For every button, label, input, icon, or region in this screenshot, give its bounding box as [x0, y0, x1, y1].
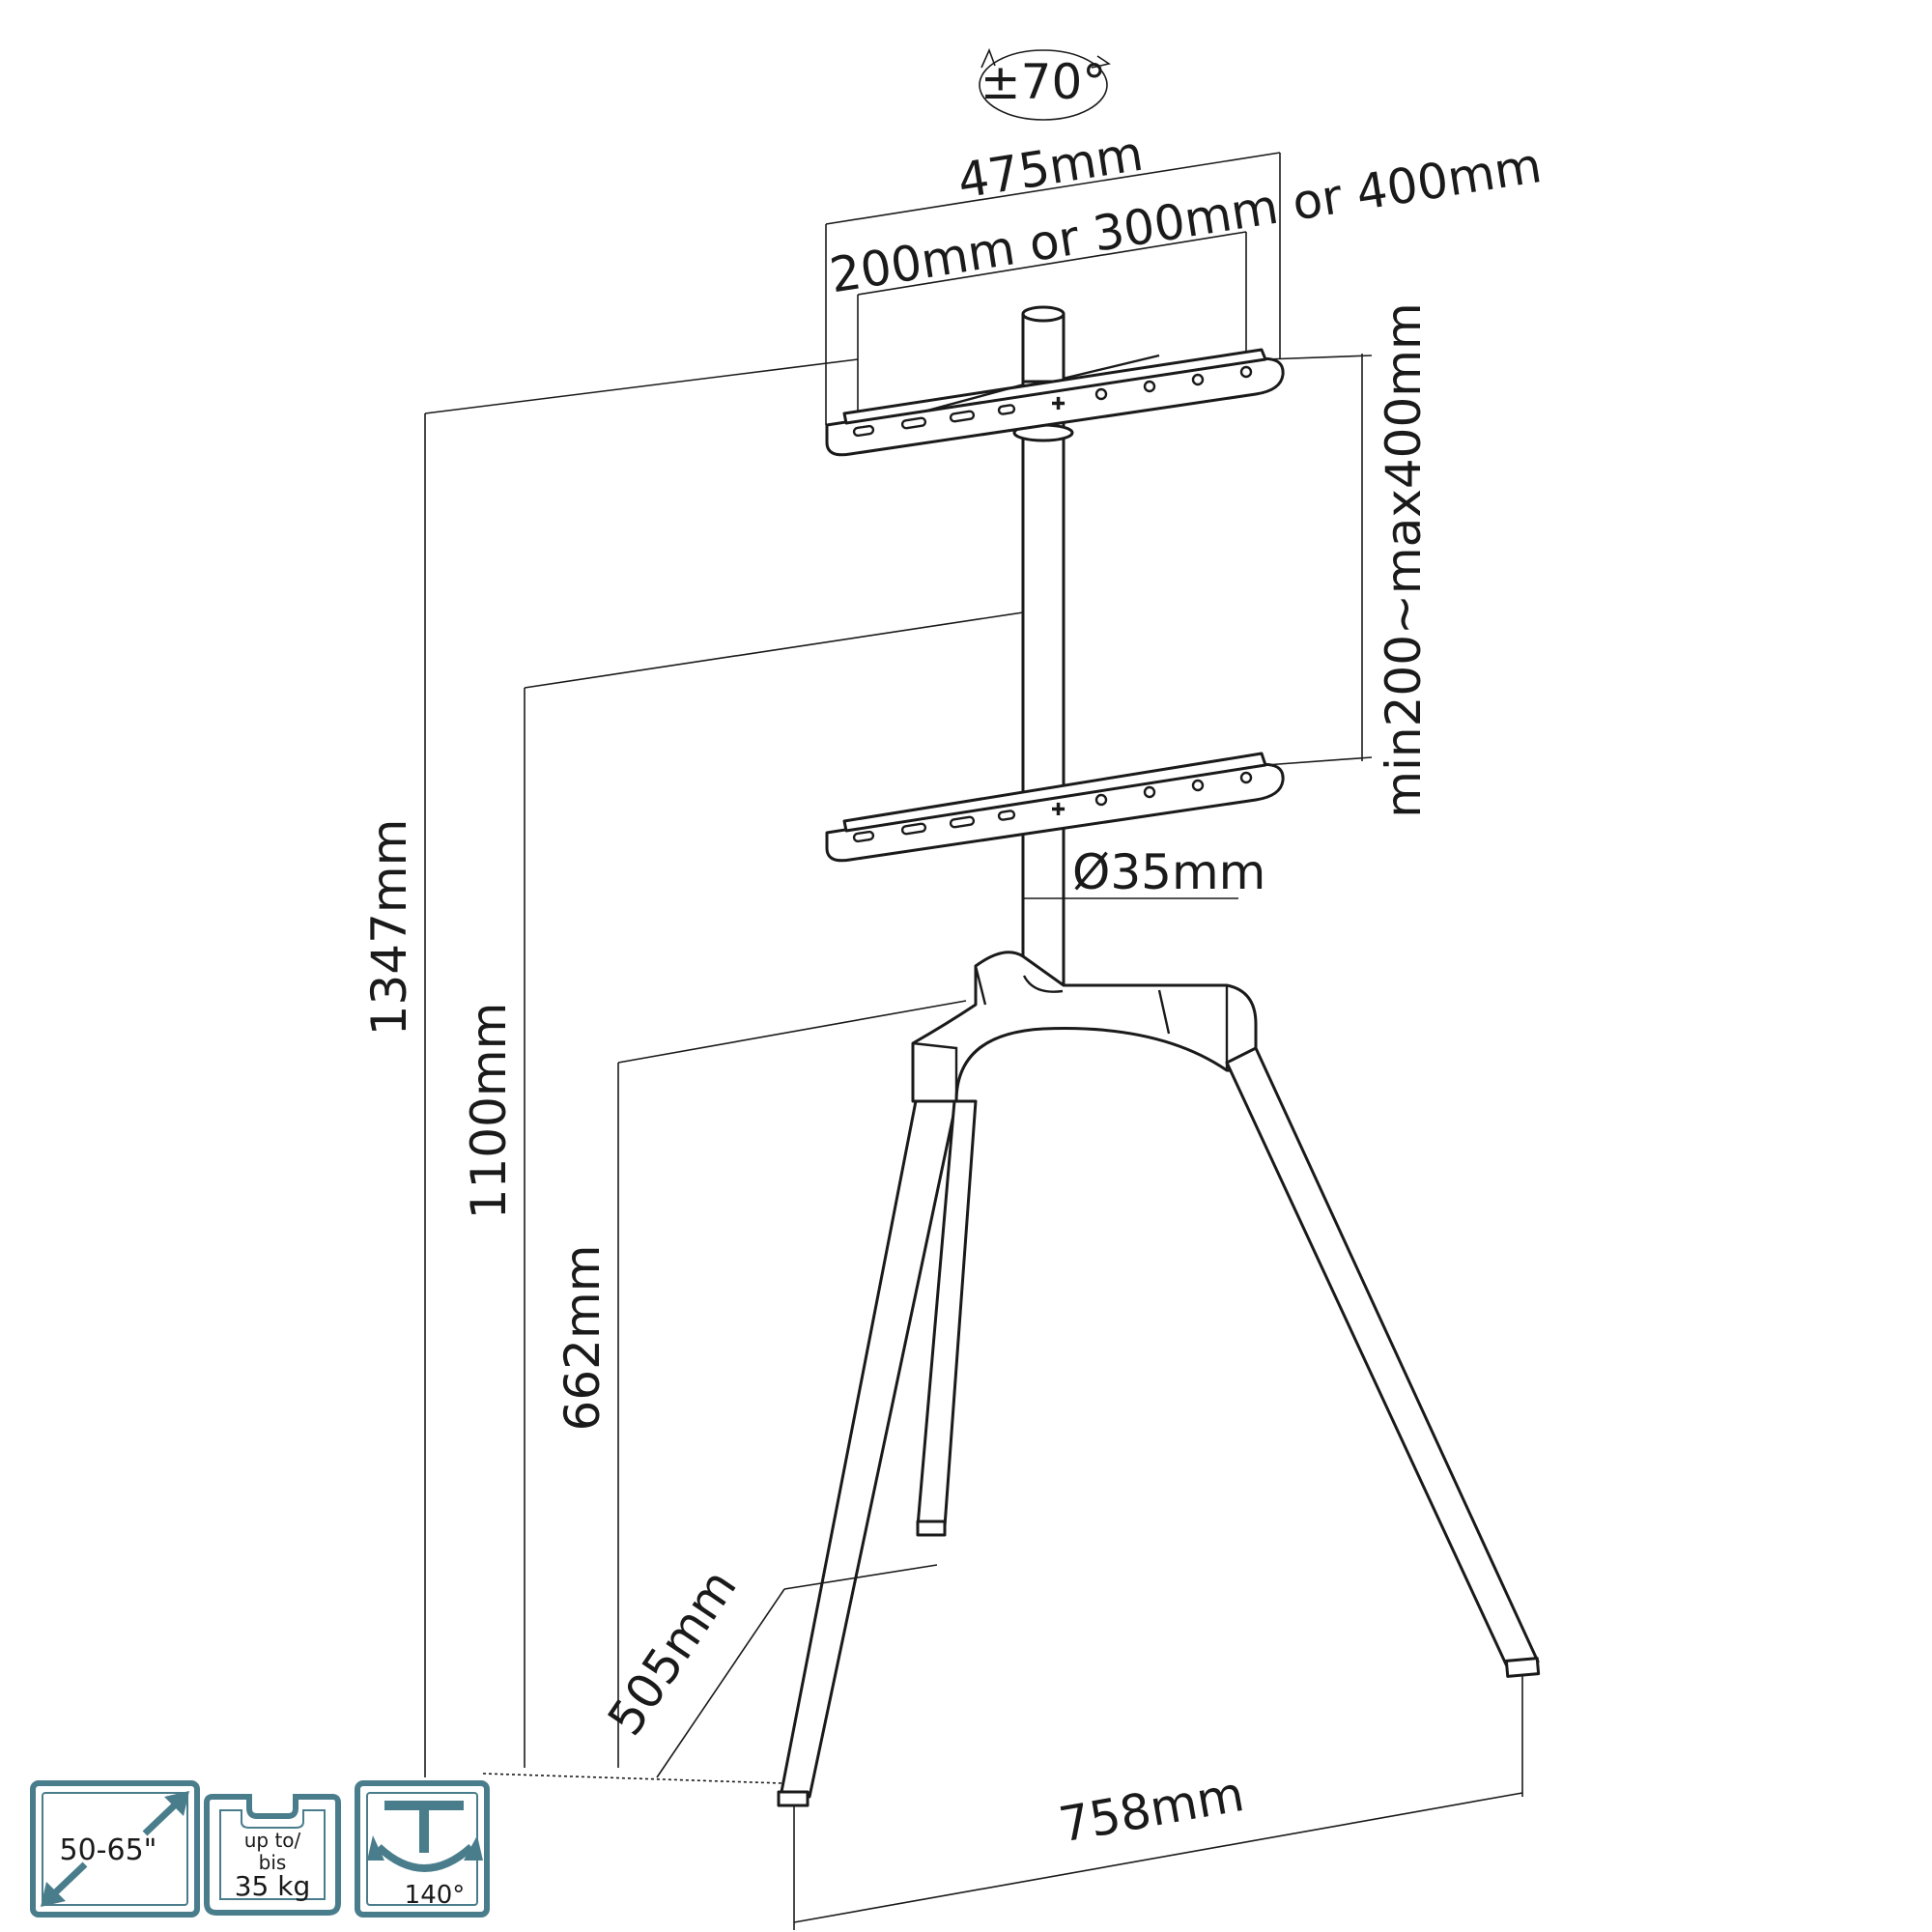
rotation-arrow-left-icon: [980, 47, 996, 69]
height-dimensions: 1347mm 1100mm 662mm: [361, 358, 1024, 1784]
base-height-label: 662mm: [554, 1245, 611, 1432]
left-leg: [779, 1099, 958, 1799]
rotation-label: ±70°: [980, 54, 1107, 110]
vesa-height-label: min200~max400mm: [1376, 302, 1432, 817]
leg-width-dimension: 758mm: [793, 1676, 1523, 1930]
upper-bracket: ✚: [825, 348, 1285, 457]
base-hub: [911, 951, 1258, 1103]
pole-diameter-label: Ø35mm: [1072, 844, 1265, 900]
svg-text:✚: ✚: [1051, 394, 1065, 414]
pole-diameter-dimension: Ø35mm: [1023, 844, 1265, 900]
overall-height-label: 1347mm: [361, 819, 417, 1037]
leg-depth-label: 505mm: [597, 1559, 748, 1745]
weight-line2: bis: [259, 1851, 287, 1874]
diagonal-arrows-icon: [41, 1791, 189, 1907]
rotation-arrow-right-icon: [1091, 55, 1112, 69]
vesa-height-dimension: min200~max400mm: [1264, 302, 1432, 818]
bracket-width-label: 475mm: [954, 126, 1148, 210]
swivel-icon: [367, 1801, 483, 1872]
rotation-indicator: ±70°: [979, 47, 1112, 121]
screen-size-badge: 50-65": [30, 1780, 200, 1918]
weight-badge: up to/ bis 35 kg: [204, 1794, 341, 1916]
depth-dimension: 505mm: [597, 1559, 938, 1778]
vesa-width-label: 200mm or 300mm or 400mm: [826, 137, 1545, 303]
legs: [777, 1046, 1541, 1807]
lower-bracket: ✚: [825, 752, 1285, 863]
screen-size-label: 50-65": [60, 1833, 157, 1867]
swivel-label: 140°: [405, 1881, 466, 1910]
right-leg: [1225, 1046, 1540, 1668]
weight-line1: up to/: [244, 1829, 301, 1852]
bracket-height-label: 1100mm: [461, 1003, 517, 1220]
weight-icon: [204, 1794, 341, 1916]
weight-line3: 35 kg: [235, 1870, 311, 1902]
leg-width-label: 758mm: [1055, 1766, 1248, 1854]
swivel-badge: 140°: [355, 1780, 490, 1918]
svg-text:✚: ✚: [1051, 800, 1065, 820]
